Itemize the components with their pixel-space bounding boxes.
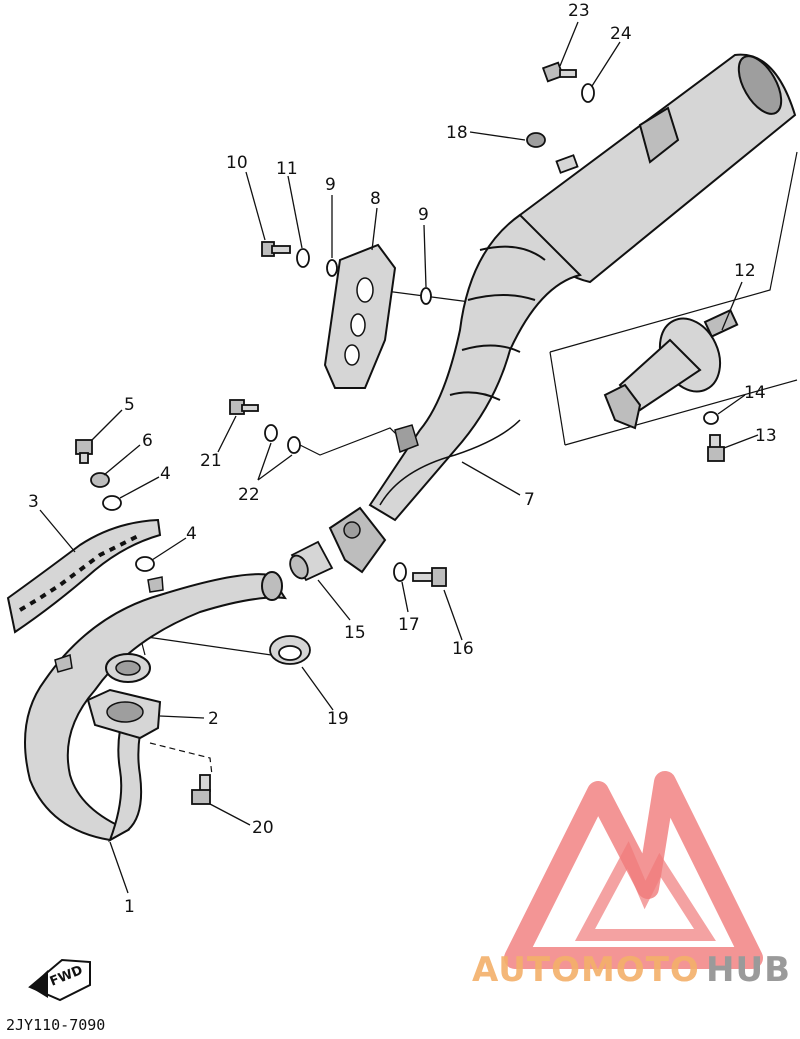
callout-4-upper: 4: [160, 464, 171, 484]
callout-1: 1: [124, 897, 135, 917]
callout-8: 8: [370, 189, 381, 209]
watermark-brand-part2: HUB: [706, 950, 791, 990]
heat-protector: [6, 518, 162, 634]
watermark-brand-part1: AUTOMOTO: [472, 950, 700, 990]
callout-20: 20: [252, 818, 274, 838]
callout-11: 11: [276, 159, 298, 179]
callout-19: 19: [327, 709, 349, 729]
callout-14: 14: [744, 383, 766, 403]
muffler-body: [328, 53, 797, 574]
callout-24: 24: [610, 24, 632, 44]
callout-2: 2: [208, 709, 219, 729]
callout-12: 12: [734, 261, 756, 281]
callout-9-right: 9: [418, 205, 429, 225]
callout-15: 15: [344, 623, 366, 643]
callout-10: 10: [226, 153, 248, 173]
callout-17: 17: [398, 615, 420, 635]
callout-3: 3: [28, 492, 39, 512]
reference-lines: [139, 151, 798, 776]
muffler-bracket: [323, 243, 397, 389]
callout-9-left: 9: [325, 175, 336, 195]
callout-7: 7: [524, 490, 535, 510]
callout-5: 5: [124, 395, 135, 415]
fasteners: [75, 61, 725, 805]
leader-lines: [39, 21, 759, 894]
callout-16: 16: [452, 639, 474, 659]
forward-arrow-icon: [28, 958, 91, 1002]
callout-4-lower: 4: [186, 524, 197, 544]
diagram-code: 2JY110-7090: [6, 1016, 105, 1034]
exhaust-flange: [86, 653, 162, 740]
spark-arrester: [603, 308, 739, 430]
callout-22: 22: [238, 485, 260, 505]
callout-13: 13: [755, 426, 777, 446]
callout-23: 23: [568, 1, 590, 21]
watermark-logo: [504, 771, 763, 969]
callout-21: 21: [200, 451, 222, 471]
exhaust-pipe: [24, 571, 287, 843]
callout-18: 18: [446, 123, 468, 143]
callout-6: 6: [142, 431, 153, 451]
